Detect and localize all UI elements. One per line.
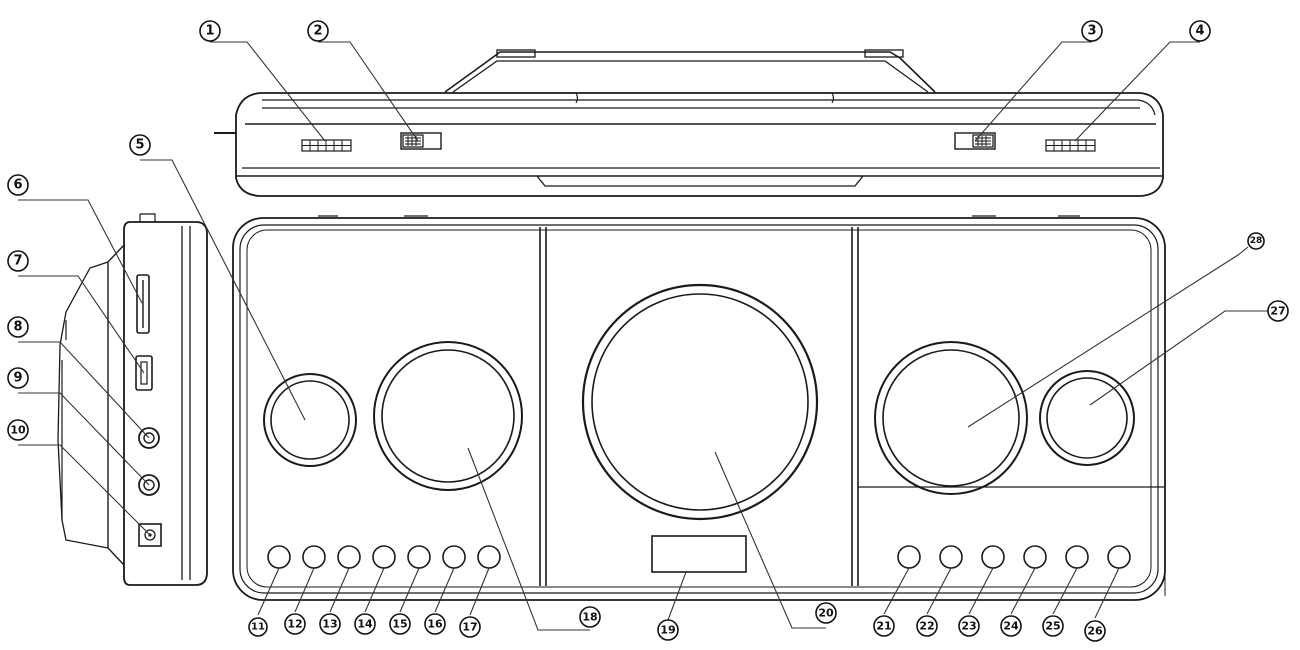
display-window [651, 535, 747, 573]
callout-26: 26 [1084, 620, 1106, 642]
callout-22: 22 [916, 615, 938, 637]
right-buttons [897, 545, 1131, 569]
callout-6: 6 [7, 174, 29, 196]
svg-text:23: 23 [961, 620, 976, 633]
callout-3: 3 [1081, 20, 1103, 42]
right-tweeter [1039, 370, 1135, 466]
svg-text:10: 10 [10, 424, 26, 437]
svg-text:26: 26 [1087, 625, 1103, 638]
callout-20: 20 [815, 602, 837, 624]
callout-12: 12 [284, 613, 306, 635]
svg-text:27: 27 [1270, 305, 1285, 318]
svg-text:13: 13 [322, 618, 337, 631]
svg-text:19: 19 [660, 624, 675, 637]
callout-2: 2 [307, 20, 329, 42]
usb-port [135, 355, 153, 391]
callout-badges: 1 2 3 4 5 6 7 8 9 10 11 12 13 14 15 16 1… [7, 20, 1289, 642]
callout-5: 5 [129, 134, 151, 156]
svg-text:21: 21 [876, 620, 891, 633]
jack-9 [138, 474, 160, 496]
callout-9: 9 [7, 367, 29, 389]
front-view [232, 215, 1166, 601]
callout-10: 10 [7, 419, 29, 441]
callout-4: 4 [1189, 20, 1211, 42]
callout-7: 7 [7, 250, 29, 272]
svg-text:16: 16 [427, 618, 443, 631]
svg-text:17: 17 [462, 621, 477, 634]
svg-text:18: 18 [582, 611, 597, 624]
left-slide-switch [400, 132, 442, 150]
jack-8 [138, 427, 160, 449]
right-woofer [874, 341, 1028, 495]
svg-text:6: 6 [13, 178, 22, 193]
callout-28: 28 [1247, 232, 1265, 250]
dc-jack [138, 523, 162, 547]
callout-14: 14 [354, 613, 376, 635]
svg-text:8: 8 [13, 320, 22, 335]
cd-door [581, 283, 819, 521]
svg-text:4: 4 [1195, 24, 1204, 39]
svg-text:1: 1 [205, 24, 214, 39]
left-tweeter [263, 373, 357, 467]
svg-text:15: 15 [392, 618, 407, 631]
callout-11: 11 [248, 617, 268, 637]
callout-17: 17 [459, 616, 481, 638]
callout-19: 19 [657, 619, 679, 641]
svg-text:7: 7 [13, 254, 22, 269]
svg-text:24: 24 [1003, 620, 1019, 633]
side-view [57, 213, 208, 586]
callout-18: 18 [579, 606, 601, 628]
callout-13: 13 [319, 613, 341, 635]
svg-text:20: 20 [818, 607, 834, 620]
svg-text:3: 3 [1087, 24, 1096, 39]
svg-text:22: 22 [919, 620, 934, 633]
callout-27: 27 [1267, 300, 1289, 322]
callout-23: 23 [958, 615, 980, 637]
left-woofer [373, 341, 523, 491]
callout-15: 15 [389, 613, 411, 635]
right-vent [1045, 139, 1096, 152]
svg-text:5: 5 [135, 138, 144, 153]
left-buttons [267, 545, 501, 569]
callout-16: 16 [424, 613, 446, 635]
svg-text:25: 25 [1045, 620, 1060, 633]
top-view [214, 49, 1164, 197]
svg-text:2: 2 [313, 24, 322, 39]
svg-text:14: 14 [357, 618, 373, 631]
left-vent [301, 139, 352, 152]
svg-text:11: 11 [251, 622, 265, 633]
top-hinge-left [496, 49, 536, 58]
callout-21: 21 [873, 615, 895, 637]
svg-text:28: 28 [1250, 236, 1263, 246]
svg-text:9: 9 [13, 371, 22, 386]
callout-24: 24 [1000, 615, 1022, 637]
callout-1: 1 [199, 20, 221, 42]
card-slot [136, 274, 150, 334]
top-hinge-right [864, 49, 904, 58]
callout-8: 8 [7, 316, 29, 338]
svg-text:12: 12 [287, 618, 302, 631]
callout-25: 25 [1042, 615, 1064, 637]
callout-leaders [18, 41, 1268, 631]
